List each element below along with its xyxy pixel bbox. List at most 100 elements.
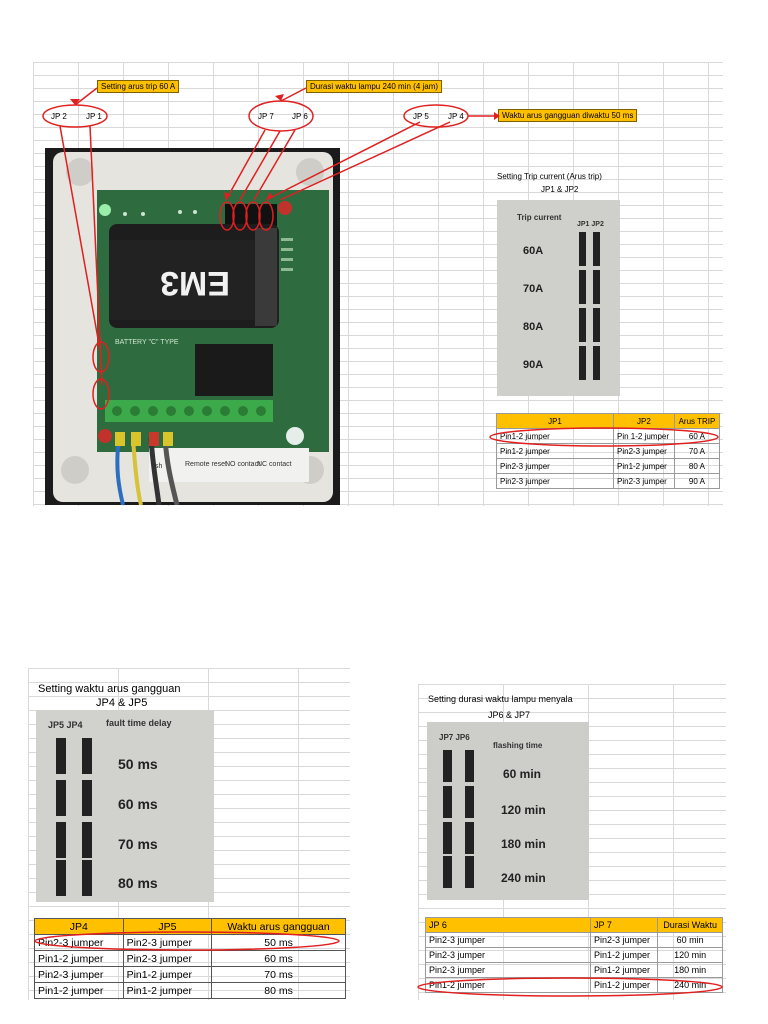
table-row: Pin1-2 jumper Pin2-3 jumper 60 ms [34,950,346,967]
flashing-time-photo: JP7 JP6 flashing time 60 min 120 min 180… [427,722,589,900]
cell-jp4: Pin2-3 jumper [34,934,124,951]
column-header-jp2: JP2 [613,413,675,429]
note-lamp-duration: Durasi waktu lampu 240 min (4 jam) [306,80,443,93]
fault-setting-title: Setting waktu arus gangguan [38,683,181,695]
cell-arus-trip: 90 A [673,473,721,489]
device-board-photo: EM3 BATTERY "C" TYPE sh Remote reset NO … [45,148,340,505]
cell-jp1: Pin2-3 jumper [496,473,614,489]
lamp-duration-table: JP 6 JP 7 Durasi Waktu Pin2-3 jumper Pin… [425,917,723,993]
cell-jp1: Pin1-2 jumper [496,443,614,459]
table-row: Pin1-2 jumper Pin2-3 jumper 70 A [496,443,721,459]
label-jp1: JP 1 [86,112,102,121]
cell-jp7: Pin2-3 jumper [589,932,659,948]
cell-jp4: Pin1-2 jumper [34,950,124,967]
lamp-photo-row: 240 min [501,871,546,885]
terminal-label-sh: sh [155,463,163,470]
cell-jp7: Pin1-2 jumper [589,947,659,963]
cell-jp1: Pin1-2 jumper [496,428,614,444]
table-row: Pin2-3 jumper Pin1-2 jumper 80 A [496,458,721,474]
cell-jp6: Pin2-3 jumper [425,947,591,963]
fault-photo-row: 50 ms [118,756,158,772]
cell-jp2: Pin 1-2 jumper [613,428,675,444]
fault-photo-row: 80 ms [118,875,158,891]
cell-jp6: Pin2-3 jumper [425,932,591,948]
trip-photo-row: 90A [523,359,543,371]
table-row: Pin1-2 jumper Pin1-2 jumper 80 ms [34,982,346,999]
fault-setting-subtitle: JP4 & JP5 [96,697,148,709]
table-header-row: JP 6 JP 7 Durasi Waktu [425,917,723,933]
cell-waktu: 60 ms [211,950,346,967]
table-row: Pin2-3 jumper Pin2-3 jumper 90 A [496,473,721,489]
label-jp7: JP 7 [258,112,274,121]
label-jp2: JP 2 [51,112,67,121]
terminal-label-no-contact: NO contact [225,461,260,468]
battery-type-text: BATTERY "C" TYPE [115,339,179,346]
cell-jp2: Pin2-3 jumper [613,473,675,489]
column-header-arus-trip: Arus TRIP [673,413,721,429]
trip-current-photo: Trip current JP1 JP2 60A 70A 80A 90A [497,200,620,396]
cell-jp2: Pin1-2 jumper [613,458,675,474]
cell-arus-trip: 80 A [673,458,721,474]
table-row: Pin1-2 jumper Pin1-2 jumper 240 min [425,977,723,993]
cell-waktu: 50 ms [211,934,346,951]
label-jp6: JP 6 [292,112,308,121]
lamp-photo-row: 120 min [501,803,546,817]
column-header-jp7: JP 7 [589,917,659,933]
cell-jp7: Pin1-2 jumper [589,977,659,993]
lamp-setting-subtitle: JP6 & JP7 [488,710,531,720]
fault-time-photo: JP5 JP4 fault time delay 50 ms 60 ms 70 … [36,710,214,902]
lamp-photo-row: 180 min [501,837,546,851]
cell-jp2: Pin2-3 jumper [613,443,675,459]
trip-photo-row: 60A [523,245,543,257]
cell-waktu: 80 ms [211,982,346,999]
cell-jp5: Pin2-3 jumper [122,934,213,951]
cell-jp7: Pin1-2 jumper [589,962,659,978]
battery-brand-text: EM3 [160,264,230,302]
cell-arus-trip: 60 A [673,428,721,444]
trip-setting-subtitle: JP1 & JP2 [541,185,579,194]
terminal-label-nc-contact: NC contact [257,461,292,468]
table-row: Pin1-2 jumper Pin 1-2 jumper 60 A [496,428,721,444]
label-jp4: JP 4 [448,112,464,121]
fault-time-table: JP4 JP5 Waktu arus gangguan Pin2-3 jumpe… [34,918,346,999]
trip-photo-row: 70A [523,283,543,295]
trip-photo-row: 80A [523,321,543,333]
cell-jp6: Pin2-3 jumper [425,962,591,978]
trip-photo-header: Trip current [517,213,562,222]
note-fault-time: Waktu arus gangguan diwaktu 50 ms [498,109,638,122]
lamp-photo-header-jp: JP7 JP6 [439,733,470,742]
table-row: Pin2-3 jumper Pin1-2 jumper 70 ms [34,966,346,983]
trip-photo-header-jp: JP1 JP2 [577,221,604,228]
column-header-waktu: Waktu arus gangguan [211,918,346,935]
fault-photo-row: 60 ms [118,796,158,812]
fault-photo-header-jp: JP5 JP4 [48,720,83,730]
cell-jp4: Pin2-3 jumper [34,966,124,983]
lamp-photo-header: flashing time [493,741,543,750]
table-row: Pin2-3 jumper Pin1-2 jumper 120 min [425,947,723,963]
column-header-jp4: JP4 [34,918,124,935]
cell-jp5: Pin1-2 jumper [122,966,213,983]
cell-durasi: 240 min [657,977,723,993]
cell-jp1: Pin2-3 jumper [496,458,614,474]
table-row: Pin2-3 jumper Pin2-3 jumper 50 ms [34,934,346,951]
cell-jp6: Pin1-2 jumper [425,977,591,993]
table-row: Pin2-3 jumper Pin1-2 jumper 180 min [425,962,723,978]
cell-durasi: 180 min [657,962,723,978]
cell-durasi: 60 min [657,932,723,948]
column-header-jp1: JP1 [496,413,614,429]
fault-photo-row: 70 ms [118,836,158,852]
cell-jp5: Pin2-3 jumper [122,950,213,967]
column-header-jp6: JP 6 [425,917,591,933]
label-jp5: JP 5 [413,112,429,121]
table-header-row: JP1 JP2 Arus TRIP [496,413,721,429]
cell-jp5: Pin1-2 jumper [122,982,213,999]
lamp-photo-row: 60 min [503,767,541,781]
cell-durasi: 120 min [657,947,723,963]
cell-jp4: Pin1-2 jumper [34,982,124,999]
cell-waktu: 70 ms [211,966,346,983]
column-header-durasi: Durasi Waktu [657,917,723,933]
note-trip-setting: Setting arus trip 60 A [97,80,180,93]
trip-setting-table: JP1 JP2 Arus TRIP Pin1-2 jumper Pin 1-2 … [496,413,721,489]
column-header-jp5: JP5 [122,918,213,935]
lamp-setting-title: Setting durasi waktu lampu menyala [428,694,573,704]
